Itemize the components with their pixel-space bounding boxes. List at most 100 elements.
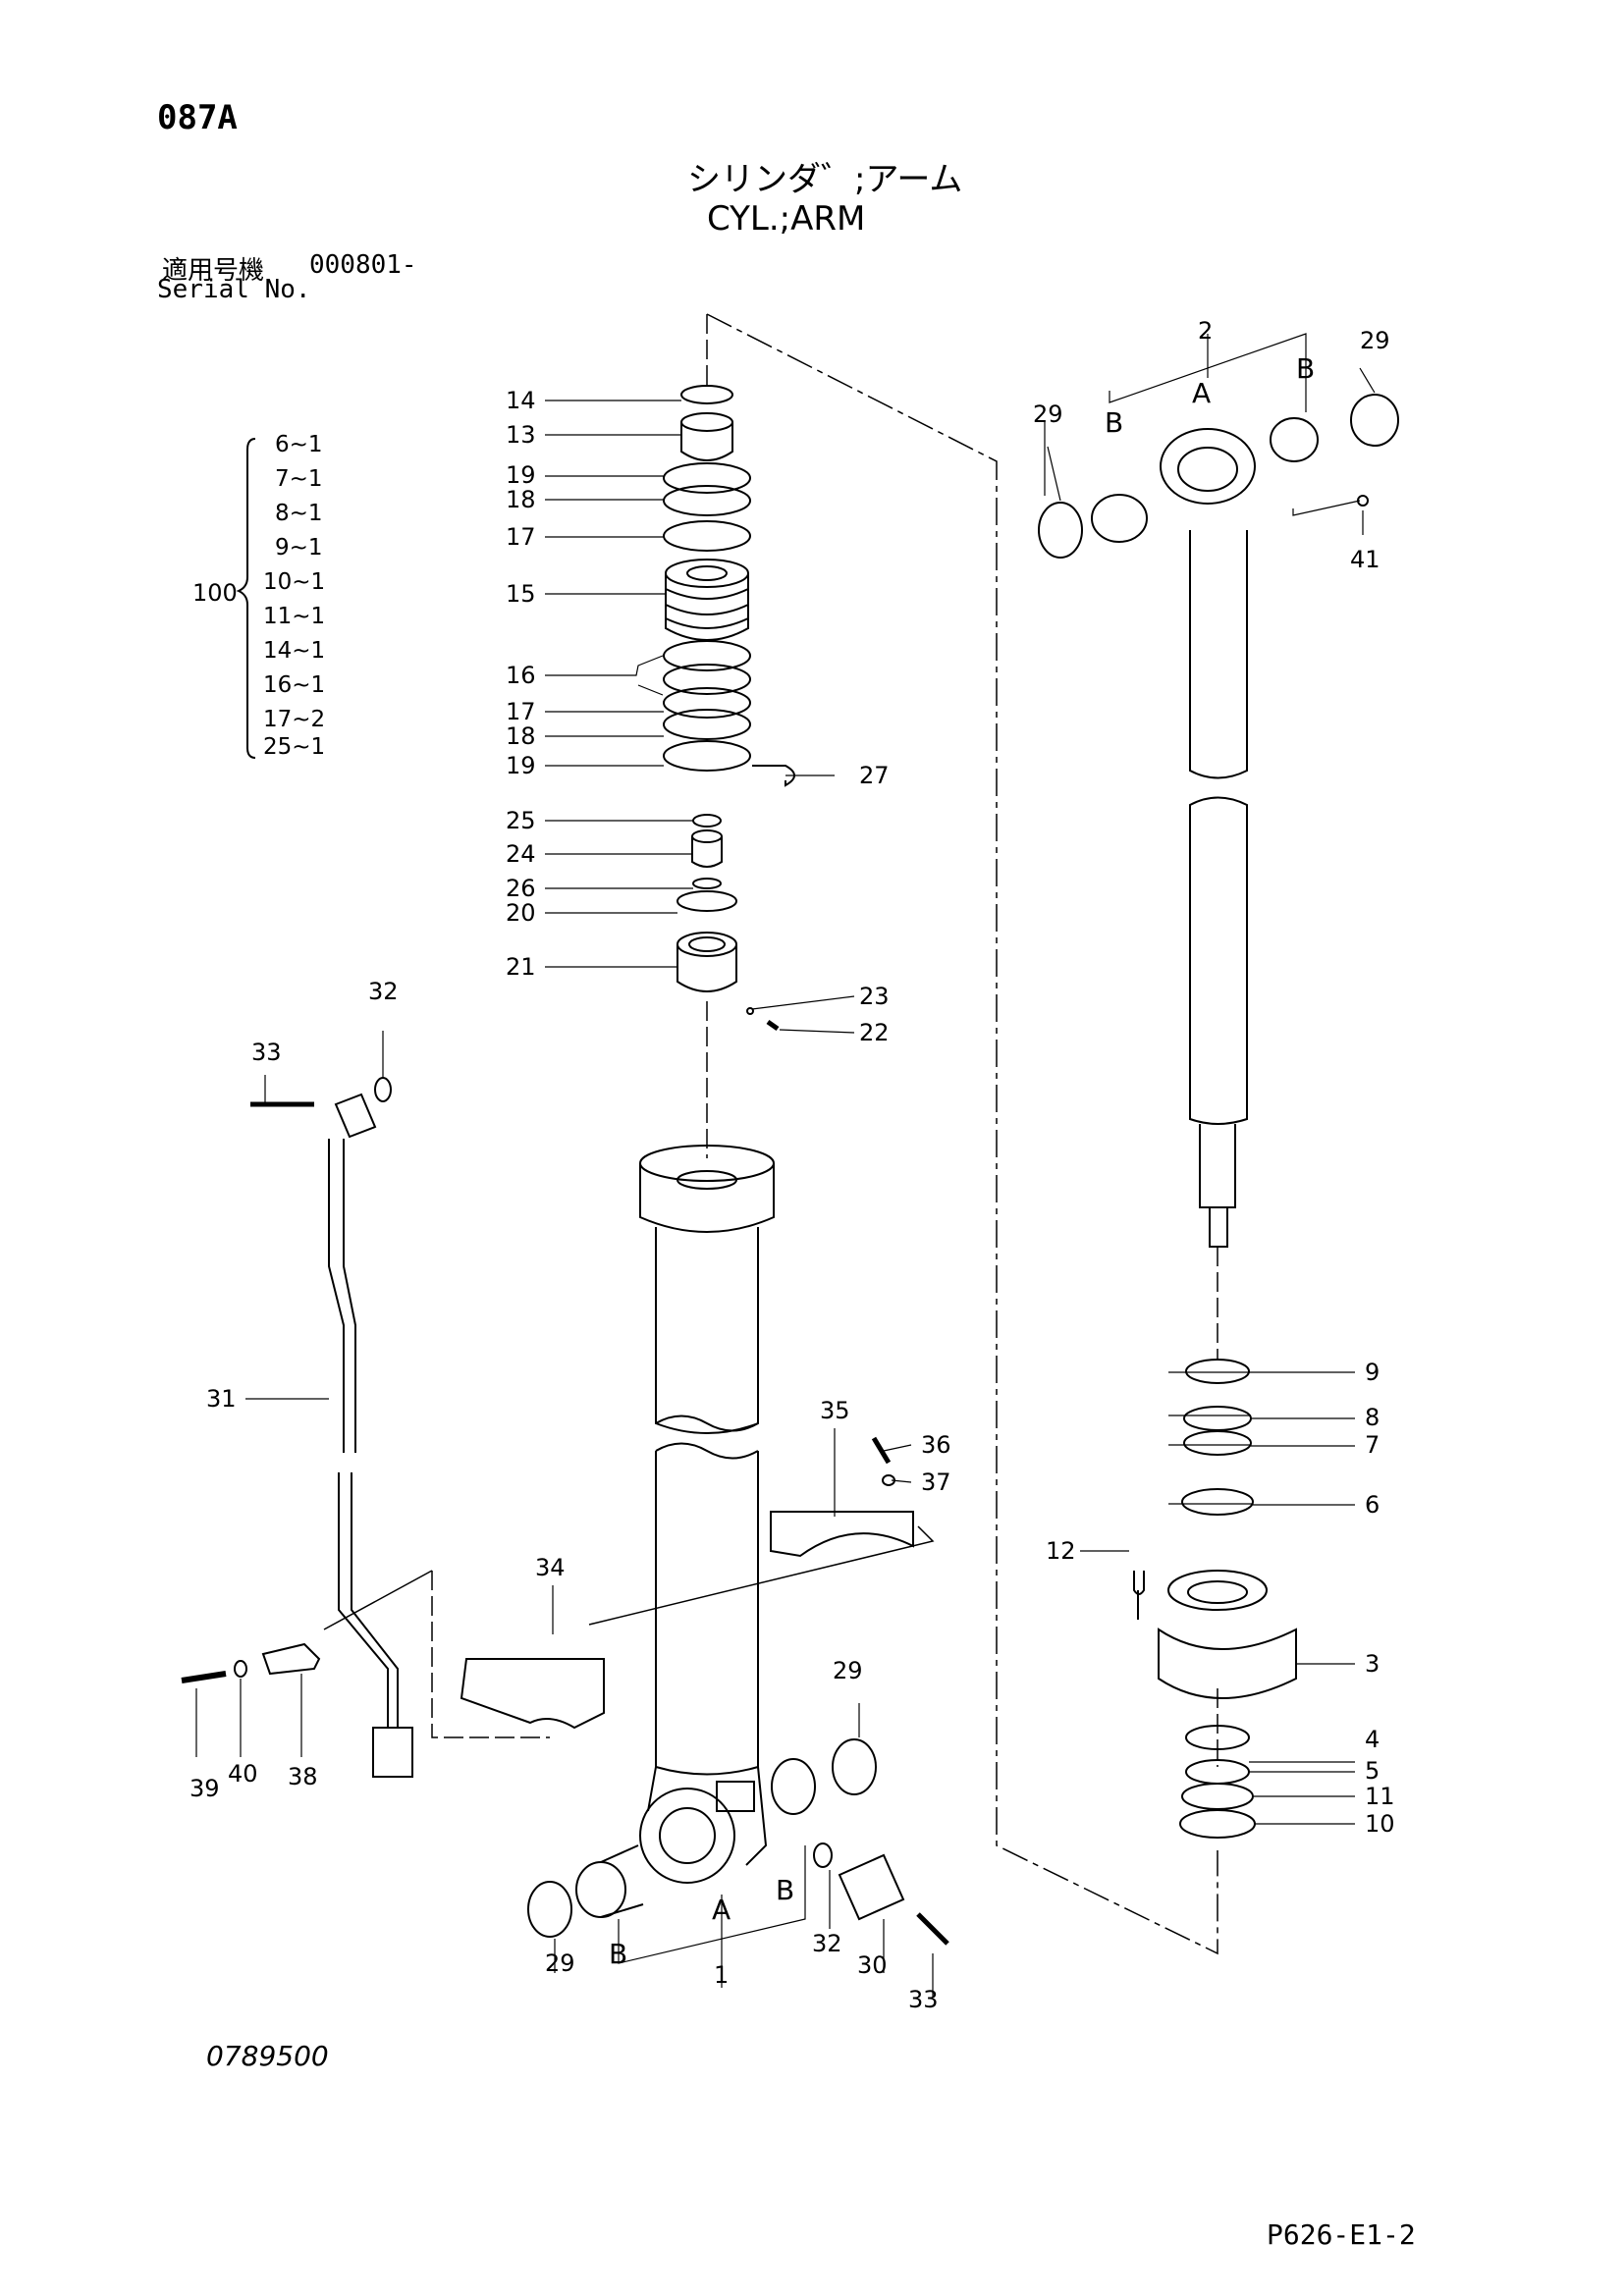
callout-2: 2 — [1198, 317, 1213, 345]
callout-31: 31 — [206, 1385, 237, 1413]
part-29-seal-right — [1350, 394, 1399, 447]
callout-19: 19 — [506, 752, 536, 779]
part-14-wear-ring — [680, 385, 733, 404]
kit-item: 10~1 — [263, 569, 325, 595]
part-9-dust-seal — [1185, 1359, 1250, 1384]
callout-14: 14 — [506, 387, 536, 414]
mark-B: B — [1296, 352, 1315, 385]
callout-1: 1 — [714, 1961, 729, 1989]
callout-25: 25 — [506, 807, 536, 834]
part-30-flange-lower — [838, 1853, 905, 1921]
mark-A: A — [1192, 377, 1211, 409]
part-16-seal — [663, 640, 751, 671]
callout-15: 15 — [506, 580, 536, 608]
callout-24: 24 — [506, 840, 536, 868]
leader-lines — [195, 333, 1376, 1998]
part-B-bushing-bottom-left — [575, 1861, 626, 1918]
part-19-ring — [663, 462, 751, 494]
callout-18: 18 — [506, 722, 536, 750]
callout-29: 29 — [545, 1949, 575, 1977]
serial-label-english: Serial No. — [157, 275, 311, 304]
bottom-fittings — [527, 1738, 949, 1946]
part-21-nut — [677, 932, 737, 957]
mark-B: B — [609, 1938, 627, 1970]
callout-33: 33 — [908, 1986, 939, 2013]
part-6-ring — [1181, 1488, 1254, 1516]
part-32-oring-lower — [813, 1842, 833, 1868]
callout-21: 21 — [506, 953, 536, 981]
callout-17: 17 — [506, 523, 536, 551]
mark-B: B — [776, 1874, 794, 1906]
callout-26: 26 — [506, 875, 536, 902]
part-33-bolt-lower — [916, 1912, 949, 1946]
part-39-bolt — [181, 1671, 227, 1683]
callout-29: 29 — [1033, 400, 1063, 428]
part-31-pipe — [328, 1139, 356, 1453]
part-32-oring-upper — [374, 1077, 392, 1102]
callout-30: 30 — [857, 1951, 888, 1979]
kit-list: 100 6~1 7~1 8~1 9~1 10~1 11~1 14~1 16~1 … — [192, 432, 325, 760]
part-7-ring — [1183, 1430, 1252, 1456]
part-13-bushing — [680, 422, 733, 461]
cylinder-tube — [639, 1145, 775, 1884]
callout-39: 39 — [189, 1775, 220, 1802]
part-29-seal-bottom-left — [527, 1881, 572, 1938]
callout-32: 32 — [812, 1930, 842, 1957]
page-code: 087A — [157, 98, 238, 137]
part-3-rod-cover — [1167, 1570, 1268, 1611]
title-japanese: シリンダ゛;アーム — [687, 160, 963, 199]
serial-label-japanese: 適用号機 — [162, 256, 265, 286]
callout-29: 29 — [833, 1657, 863, 1684]
callout-11: 11 — [1365, 1783, 1395, 1810]
callout-41: 41 — [1350, 546, 1380, 573]
cylinder-bottom-eye — [639, 1788, 735, 1884]
kit-item: 17~2 — [263, 707, 325, 732]
mark-A: A — [712, 1894, 731, 1926]
part-20-oring — [677, 890, 737, 912]
part-8-ring — [1183, 1406, 1252, 1431]
part-25-ring — [692, 814, 722, 828]
kit-item: 9~1 — [275, 535, 323, 561]
callout-5: 5 — [1365, 1757, 1380, 1785]
callout-33: 33 — [251, 1039, 282, 1066]
callout-19: 19 — [506, 461, 536, 489]
callout-4: 4 — [1365, 1726, 1380, 1753]
part-10-oring — [1179, 1809, 1256, 1839]
part-38-clamp-block — [261, 1642, 321, 1676]
part-22-setscrew — [766, 1019, 780, 1032]
part-5-snap-ring — [1185, 1759, 1250, 1785]
callout-37: 37 — [921, 1468, 951, 1496]
part-B-bushing-bottom-right — [771, 1758, 816, 1815]
piston-parts-stack — [663, 385, 795, 1032]
kit-item: 11~1 — [263, 604, 325, 629]
callout-7: 7 — [1365, 1431, 1380, 1459]
piston-rod — [1038, 394, 1399, 1248]
part-11-ring — [1181, 1783, 1254, 1810]
callout-6: 6 — [1365, 1491, 1380, 1519]
mark-B: B — [1105, 406, 1123, 439]
kit-item: 14~1 — [263, 638, 325, 664]
part-B-bushing-right — [1270, 417, 1319, 462]
callout-34: 34 — [535, 1554, 566, 1581]
part-26-ring — [692, 878, 722, 889]
part-24-collar — [691, 836, 723, 868]
callout-9: 9 — [1365, 1359, 1380, 1386]
kit-item: 6~1 — [275, 432, 323, 457]
part-40-washer — [234, 1660, 247, 1678]
callout-12: 12 — [1046, 1537, 1076, 1565]
callout-22: 22 — [859, 1019, 890, 1046]
callout-38: 38 — [288, 1763, 318, 1790]
kit-item: 16~1 — [263, 672, 325, 698]
part-4-bushing — [1185, 1725, 1250, 1750]
part-B-bushing-left — [1091, 494, 1148, 543]
part-30-flange-upper — [334, 1093, 377, 1139]
callout-32: 32 — [368, 978, 399, 1005]
page-reference: P626-E1-2 — [1267, 2218, 1416, 2251]
kit-number: 100 — [192, 579, 238, 607]
callout-16: 16 — [506, 662, 536, 689]
kit-bracket — [236, 438, 256, 759]
part-17-oring-lower — [663, 687, 751, 719]
part-35-clamp-upper — [770, 1511, 914, 1558]
drawing-number: 0789500 — [206, 2040, 329, 2072]
